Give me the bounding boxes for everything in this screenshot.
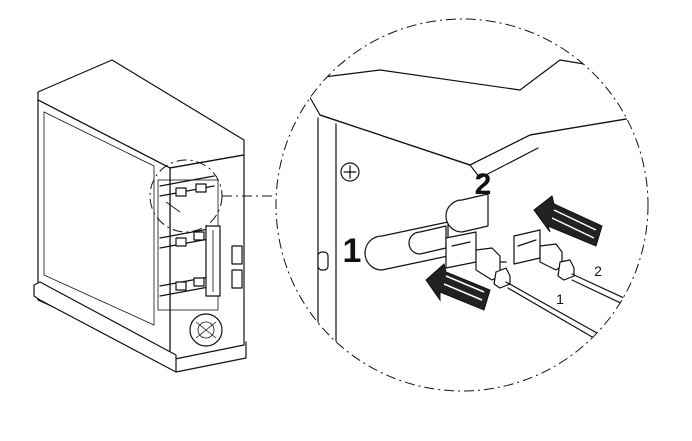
connector-plug-2 xyxy=(513,229,575,281)
socket-2 xyxy=(445,193,489,233)
drive-bay-middle xyxy=(159,227,215,249)
detail-magnifier-circle xyxy=(275,18,649,392)
fan-unit xyxy=(189,313,223,347)
callout-big-1: 1 xyxy=(343,232,362,270)
push-arrow-1 xyxy=(425,263,491,311)
push-arrow-2 xyxy=(533,195,603,247)
chassis-overview xyxy=(33,59,274,373)
drive-bay-top xyxy=(159,175,215,213)
detail-magnifier: 1 2 1 2 xyxy=(275,18,649,392)
screw-icon xyxy=(340,162,360,182)
drive-bay-bottom xyxy=(159,275,215,297)
connector-plug-1 xyxy=(408,225,511,289)
cable-2 xyxy=(571,273,648,311)
callout-wire-1: 1 xyxy=(556,291,564,307)
callout-big-2: 2 xyxy=(475,168,492,201)
callout-wire-2: 2 xyxy=(594,263,602,279)
